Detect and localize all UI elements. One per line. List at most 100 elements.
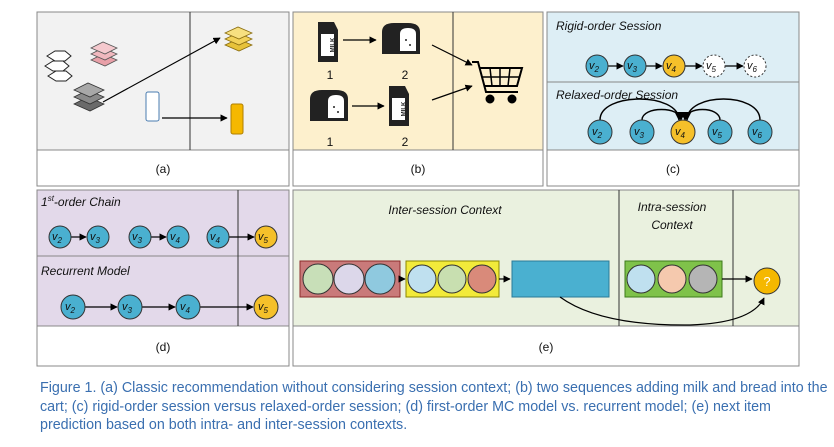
node-circle <box>254 225 278 249</box>
chain-title-rest: -order Chain <box>54 195 121 209</box>
node-label: v4 <box>210 231 221 245</box>
node-circle <box>128 225 152 249</box>
node-label: v4 <box>666 60 677 74</box>
intra-session <box>624 260 723 298</box>
inter-session-2 <box>405 260 500 298</box>
question-mark: ? <box>763 274 770 289</box>
node-v4: v4 <box>175 294 201 320</box>
node-label: v2 <box>52 231 63 245</box>
node-label: v4 <box>180 301 191 315</box>
first-order-chain: v2 v3 v3 v4 v4 v5 <box>48 225 278 249</box>
node-v3: v3 <box>117 294 143 320</box>
node-circle <box>702 54 726 78</box>
node-label: v4 <box>675 126 686 140</box>
rigid-order-session: v2 v3 v4 v5 v6 <box>585 54 767 78</box>
panel-d-label: (d) <box>156 340 171 354</box>
first-order-chain-title: 1st-order Chain <box>41 194 121 209</box>
seq2-step-2: 2 <box>402 135 409 149</box>
node-v6: v6 <box>747 119 773 145</box>
node-circle <box>662 54 686 78</box>
phone-outline-icon <box>145 91 160 122</box>
arc-arrow <box>641 108 686 121</box>
node-v5: v5 <box>253 294 279 320</box>
chain-title-prefix: 1 <box>41 195 48 209</box>
intra-session-title-1: Intra-session <box>638 200 707 214</box>
inter-session-1 <box>299 260 401 298</box>
node-circle <box>743 54 767 78</box>
pink-stack-icon <box>90 41 118 67</box>
inter-session-title: Inter-session Context <box>388 203 502 217</box>
arc-arrow <box>682 98 761 121</box>
node-label: v3 <box>627 60 638 74</box>
node-label: v3 <box>122 301 133 315</box>
arrow <box>102 37 221 103</box>
grey-stack-icon <box>73 82 105 112</box>
node-label: v2 <box>589 60 600 74</box>
node-label: v4 <box>170 231 181 245</box>
relaxed-order-title: Relaxed-order Session <box>556 88 678 102</box>
white-stack-icon <box>44 50 73 82</box>
milk-text: MILK <box>331 37 337 52</box>
node-circle <box>86 225 110 249</box>
node-label: v3 <box>132 231 143 245</box>
seq1-step-2: 2 <box>402 68 409 82</box>
panel-b-label: (b) <box>411 162 426 176</box>
node-circle <box>629 119 655 145</box>
node-v4: v4 <box>670 119 696 145</box>
figure-diagram: (a) MILK 1 2 MILK 1 <box>36 11 800 367</box>
node-circle <box>206 225 230 249</box>
node-circle <box>587 119 613 145</box>
milk-carton-icon: MILK <box>318 22 338 62</box>
node-v6: v6 <box>743 54 767 78</box>
curved-arrow <box>559 296 765 326</box>
node-label: v5 <box>712 126 723 140</box>
bread-icon <box>310 90 348 121</box>
node-label: v2 <box>65 301 76 315</box>
node-circle <box>623 54 647 78</box>
node-label: v6 <box>752 126 763 140</box>
arc-arrow <box>599 98 684 121</box>
prediction-node: ? <box>753 267 781 295</box>
milk-carton-icon: MILK <box>389 86 409 126</box>
node-v2: v2 <box>48 225 72 249</box>
node-label: v6 <box>747 60 758 74</box>
bread-icon <box>382 23 420 54</box>
seq2-step-1: 1 <box>327 135 334 149</box>
arrow <box>431 84 473 101</box>
seq1-step-1: 1 <box>327 68 334 82</box>
node-circle <box>48 225 72 249</box>
node-circle <box>585 54 609 78</box>
arrow <box>431 44 473 66</box>
node-label: v3 <box>90 231 101 245</box>
node-circle <box>117 294 143 320</box>
node-v3: v3 <box>623 54 647 78</box>
node-label: v2 <box>592 126 603 140</box>
node-v3: v3 <box>86 225 110 249</box>
node-v2: v2 <box>585 54 609 78</box>
node-label: v5 <box>706 60 717 74</box>
yellow-stack-icon <box>224 26 253 52</box>
panel-c: Rigid-order Session Relaxed-order Sessio… <box>546 11 800 187</box>
node-v3: v3 <box>128 225 152 249</box>
milk-text: MILK <box>402 101 408 116</box>
node-circle <box>166 225 190 249</box>
panel-e: Inter-session Context Intra-session Cont… <box>292 189 800 367</box>
node-label: v5 <box>258 301 269 315</box>
node-v3: v3 <box>629 119 655 145</box>
phone-yellow-icon <box>230 103 244 135</box>
node-v5: v5 <box>707 119 733 145</box>
node-v5: v5 <box>702 54 726 78</box>
panel-a: (a) <box>36 11 290 187</box>
node-v5: v5 <box>254 225 278 249</box>
node-circle <box>253 294 279 320</box>
node-circle <box>175 294 201 320</box>
rigid-order-title: Rigid-order Session <box>556 19 662 33</box>
node-circle <box>670 119 696 145</box>
intra-session-title-2: Context <box>651 218 693 232</box>
node-circle <box>747 119 773 145</box>
node-label: v5 <box>258 231 269 245</box>
recurrent-model: v2 v3 v4 v5 <box>60 294 279 320</box>
node-v4: v4 <box>166 225 190 249</box>
node-v2: v2 <box>587 119 613 145</box>
node-label: v3 <box>634 126 645 140</box>
